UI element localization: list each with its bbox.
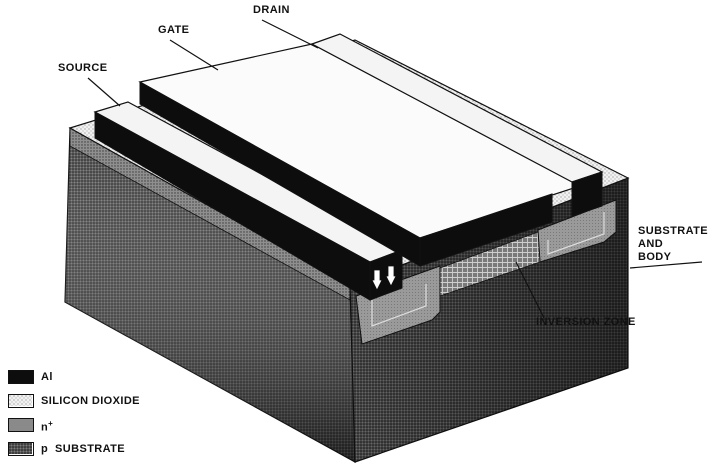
inversion-zone-region xyxy=(439,231,541,297)
legend-label-al: Al xyxy=(41,371,53,383)
gate-label: GATE xyxy=(158,24,190,36)
inversion-leader-line xyxy=(515,261,545,319)
inversion-zone-label: INVERSION ZONE xyxy=(536,316,636,328)
gate-leader-line xyxy=(169,39,219,71)
p-substrate-swatch xyxy=(8,442,34,456)
source-label: SOURCE xyxy=(58,62,108,74)
substrate-label-line2: AND xyxy=(638,238,664,250)
legend-label-p-substrate: p SUBSTRATE xyxy=(41,443,126,455)
substrate-label-line1: SUBSTRATE xyxy=(638,225,709,237)
junction-contour-drain xyxy=(547,212,605,255)
al-swatch xyxy=(8,370,34,384)
source-leader-line xyxy=(87,77,121,107)
junction-contour-source xyxy=(371,284,427,327)
legend-label-n: n xyxy=(41,421,49,434)
legend-label-n-plus: n+ xyxy=(41,419,53,434)
legend-label-n-sup: + xyxy=(48,419,54,428)
drain-label: DRAIN xyxy=(253,4,290,16)
substrate-leader-line xyxy=(629,261,703,269)
carrier-arrow-icon xyxy=(371,265,397,291)
legend-label-oxide: SILICON DIOXIDE xyxy=(41,395,140,407)
substrate-label-line3: BODY xyxy=(638,251,672,263)
substrate-front-shade xyxy=(65,128,355,462)
n-plus-swatch xyxy=(8,418,34,432)
drain-electrode-side xyxy=(571,171,603,217)
oxide-swatch xyxy=(8,394,34,408)
drain-leader-line xyxy=(261,19,319,49)
gate-electrode-right xyxy=(419,193,553,267)
